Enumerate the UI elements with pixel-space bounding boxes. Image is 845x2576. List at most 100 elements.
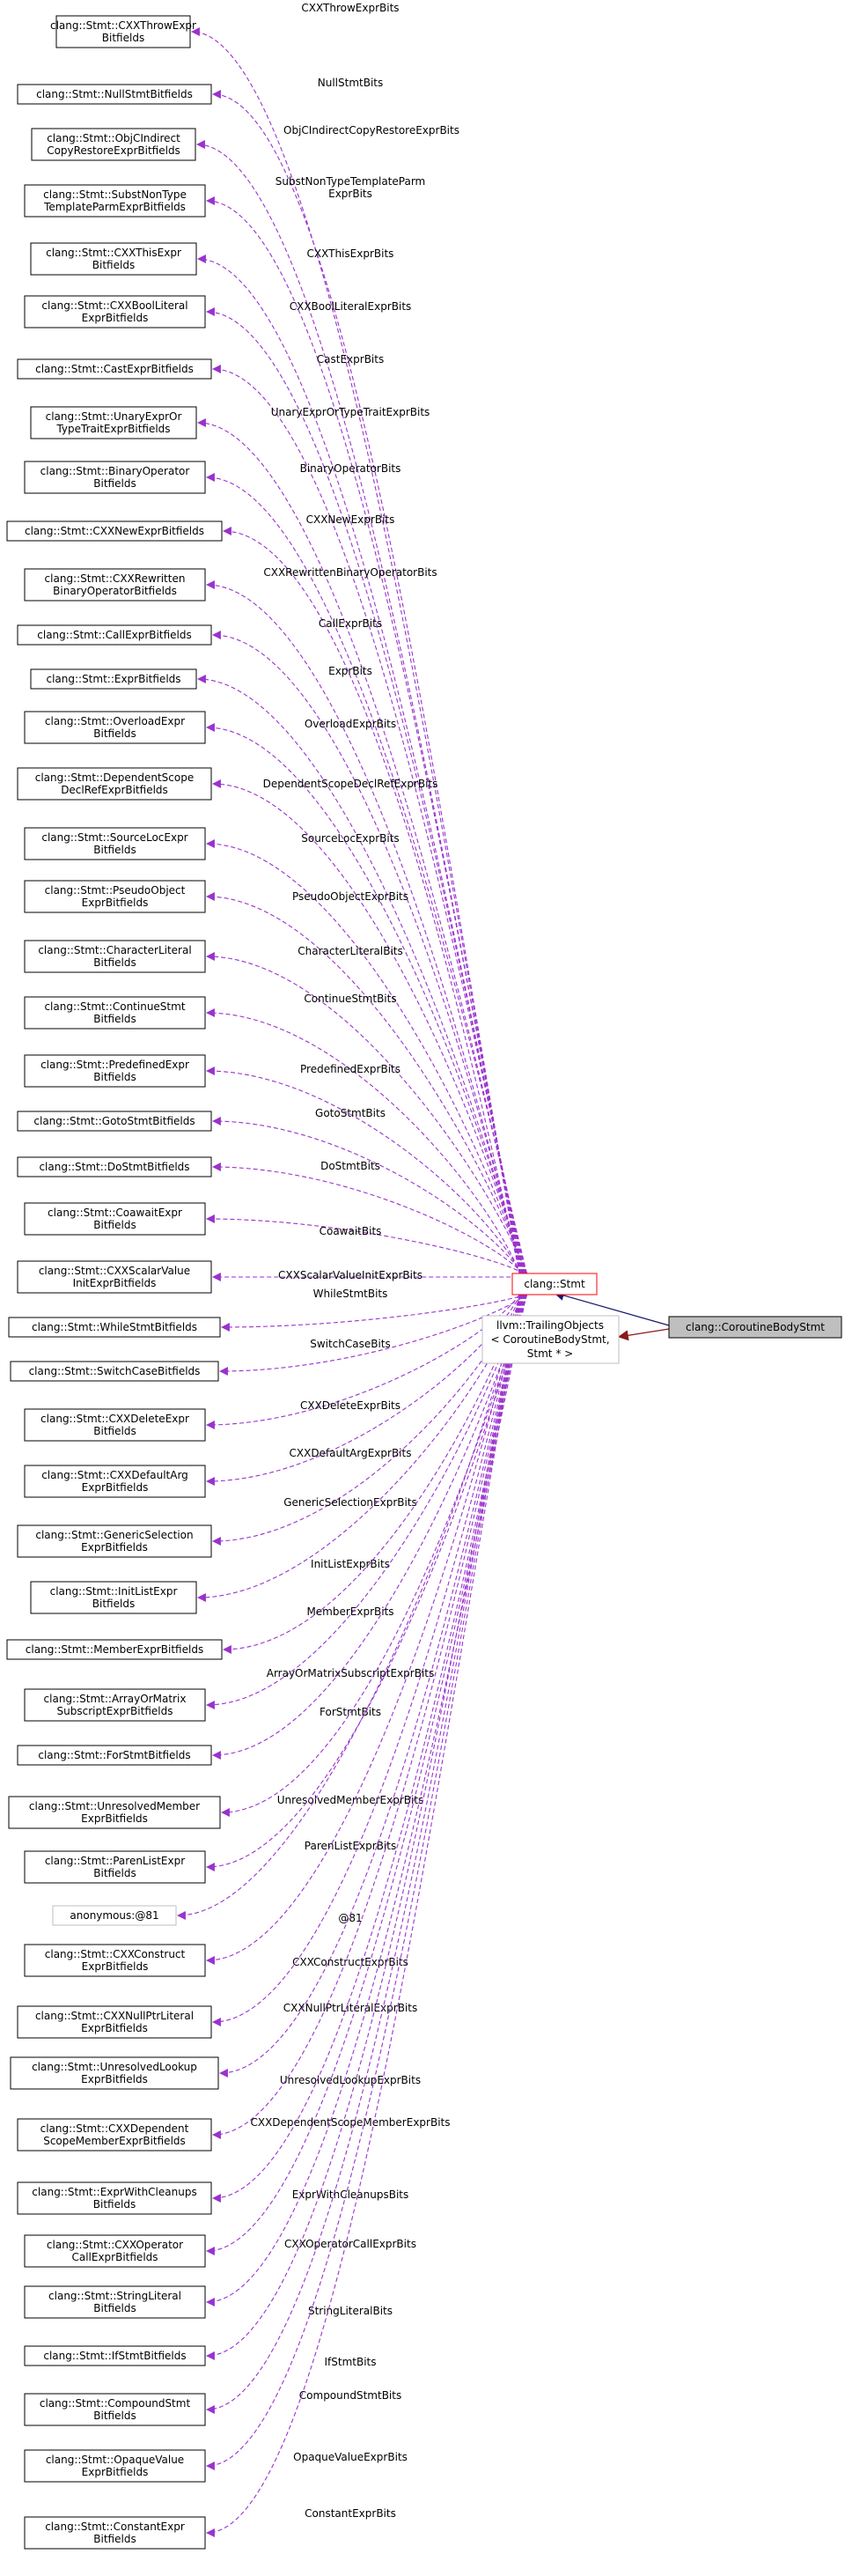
member-node-cxxnullptrliteralexprbits[interactable]: clang::Stmt::CXXNullPtrLiteralExprBitfie… (17, 2005, 212, 2039)
member-node-forstmtbits[interactable]: clang::Stmt::ForStmtBitfields (17, 1745, 212, 1766)
member-edge-binaryoperatorbits (206, 473, 527, 1274)
member-node-dependentscopedeclrefexprbits[interactable]: clang::Stmt::DependentScopeDeclRefExprBi… (17, 767, 212, 801)
member-edge-exprbits (197, 675, 524, 1274)
member-node-unaryexprortypetraitexprbits[interactable]: clang::Stmt::UnaryExprOrTypeTraitExprBit… (30, 406, 197, 439)
member-node-cxxoperatorcallexprbits[interactable]: clang::Stmt::CXXOperatorCallExprBitfield… (24, 2234, 206, 2268)
edge-label-genericselectionexprbits: GenericSelectionExprBits (283, 1496, 417, 1509)
member-node-box (17, 1524, 212, 1558)
edge-label-dependentscopedeclrefexprbits: DependentScopeDeclRefExprBits (263, 778, 438, 790)
member-node-label: clang::Stmt::PredefinedExpr (40, 1059, 189, 1071)
edge-label-stringliteralbits: StringLiteralBits (308, 2305, 393, 2317)
member-node-unresolvedmemberexprbits[interactable]: clang::Stmt::UnresolvedMemberExprBitfiel… (8, 1796, 221, 1829)
member-node-box (24, 184, 206, 218)
member-node-label: Bitfields (93, 2410, 136, 2422)
member-node-box (55, 15, 191, 48)
member-node-label: SubscriptExprBitfields (57, 1705, 173, 1717)
member-edge-overloadexprbits (206, 723, 525, 1274)
member-node-label: ExprBitfields (82, 312, 149, 324)
member-node-binaryoperatorbits[interactable]: clang::Stmt::BinaryOperatorBitfields (24, 461, 206, 494)
member-node-gotostmtbits[interactable]: clang::Stmt::GotoStmtBitfields (17, 1111, 212, 1132)
member-node-label: ExprBitfields (82, 2466, 149, 2478)
edge-label-cxxboolliteralexprbits: CXXBoolLiteralExprBits (290, 300, 412, 313)
member-node-arrayormatrixsubscriptexprbits[interactable]: clang::Stmt::ArrayOrMatrixSubscriptExprB… (24, 1688, 206, 1722)
member-node-label: anonymous:@81 (70, 1909, 158, 1922)
member-node-label: clang::Stmt::OpaqueValue (46, 2454, 184, 2466)
member-node-dostmtbits[interactable]: clang::Stmt::DoStmtBitfields (17, 1156, 212, 1177)
member-node-label: clang::Stmt::BinaryOperator (40, 465, 190, 477)
member-edge-forstmtbits (212, 1294, 526, 1760)
member-node-box (17, 84, 212, 105)
coroutine-body-stmt-node[interactable]: clang::CoroutineBodyStmt (668, 1316, 842, 1339)
template-node-line-1: llvm::TrailingObjects (496, 1319, 604, 1332)
member-edge-pseudoobjectexprbits (206, 892, 527, 1274)
member-edge-constantexprbits (206, 1294, 523, 2537)
member-node-cxxrewrittenbinaryoperatorbits[interactable]: clang::Stmt::CXXRewrittenBinaryOperatorB… (24, 568, 206, 602)
member-node-box (24, 711, 206, 744)
member-node-label: clang::Stmt::DependentScope (35, 771, 195, 784)
member-node-cxxnewexprbits[interactable]: clang::Stmt::CXXNewExprBitfields (6, 520, 223, 542)
member-node-label: ExprBitfields (81, 1541, 148, 1554)
member-node-label: clang::Stmt::CompoundStmt (40, 2397, 191, 2410)
member-node-switchcasebits[interactable]: clang::Stmt::SwitchCaseBitfields (10, 1361, 219, 1382)
member-node-callexprbits[interactable]: clang::Stmt::CallExprBitfields (17, 624, 212, 646)
member-node-castexprbits[interactable]: clang::Stmt::CastExprBitfields (17, 358, 212, 380)
member-node-objcindirectcopyrestoreexprbits[interactable]: clang::Stmt::ObjCIndirectCopyRestoreExpr… (31, 128, 196, 161)
member-node-exprbits[interactable]: clang::Stmt::ExprBitfields (30, 668, 197, 690)
member-node-box (24, 1408, 206, 1442)
member-node-label: TemplateParmExprBitfields (43, 201, 186, 213)
member-edge-cxxthrowexprbits (191, 27, 520, 1274)
member-node-label: clang::Stmt::UnaryExprOr (46, 410, 182, 423)
member-node-genericselectionexprbits[interactable]: clang::Stmt::GenericSelectionExprBitfiel… (17, 1524, 212, 1558)
member-node-cxxdependentscopememberexprbits[interactable]: clang::Stmt::CXXDependentScopeMemberExpr… (17, 2118, 212, 2152)
member-node-box (24, 461, 206, 494)
member-node-nullstmtbits[interactable]: clang::Stmt::NullStmtBitfields (17, 84, 212, 105)
member-node-label: clang::Stmt::CXXScalarValue (39, 1265, 190, 1277)
member-node-label: ExprBitfields (81, 2073, 148, 2085)
edge-label-compoundstmtbits: CompoundStmtBits (299, 2389, 401, 2402)
edge-label-parenlistexprbits: ParenListExprBits (305, 1840, 396, 1852)
member-node-box (10, 2056, 219, 2090)
member-node-label: clang::Stmt::DoStmtBitfields (39, 1161, 189, 1173)
member-node-label: clang::Stmt::ObjCIndirect (47, 132, 180, 144)
stmt-node[interactable]: clang::Stmt (511, 1273, 598, 1295)
member-node-label: clang::Stmt::SwitchCaseBitfields (29, 1365, 201, 1377)
member-node-memberexprbits[interactable]: clang::Stmt::MemberExprBitfields (6, 1639, 223, 1660)
edge-label-cxxthisexprbits: CXXThisExprBits (307, 247, 394, 260)
edge-label-whilestmtbits: WhileStmtBits (313, 1288, 388, 1300)
member-node-whilestmtbits[interactable]: clang::Stmt::WhileStmtBitfields (8, 1317, 221, 1338)
member-node-box (17, 1156, 212, 1177)
edge-label-unresolvedlookupexprbits: UnresolvedLookupExprBits (280, 2074, 421, 2086)
member-node-label: clang::Stmt::ExprWithCleanups (32, 2186, 196, 2198)
stmt-node-label: clang::Stmt (524, 1278, 585, 1290)
member-node-label: ScopeMemberExprBitfields (43, 2135, 186, 2147)
member-node-label: clang::Stmt::CastExprBitfields (35, 363, 194, 375)
member-node-box (10, 1361, 219, 1382)
member-node--81[interactable]: anonymous:@81 (52, 1905, 177, 1926)
member-node-unresolvedlookupexprbits[interactable]: clang::Stmt::UnresolvedLookupExprBitfiel… (10, 2056, 219, 2090)
member-node-substnontypetemplateparm[interactable]: clang::Stmt::SubstNonTypeTemplateParmExp… (24, 184, 206, 218)
member-node-ifstmtbits[interactable]: clang::Stmt::IfStmtBitfields (24, 2345, 206, 2366)
member-node-cxxscalarvalueinitexprbits[interactable]: clang::Stmt::CXXScalarValueInitExprBitfi… (17, 1260, 212, 1294)
template-node[interactable]: llvm::TrailingObjects < CoroutineBodyStm… (481, 1315, 620, 1364)
member-node-label: clang::Stmt::CallExprBitfields (37, 629, 191, 641)
